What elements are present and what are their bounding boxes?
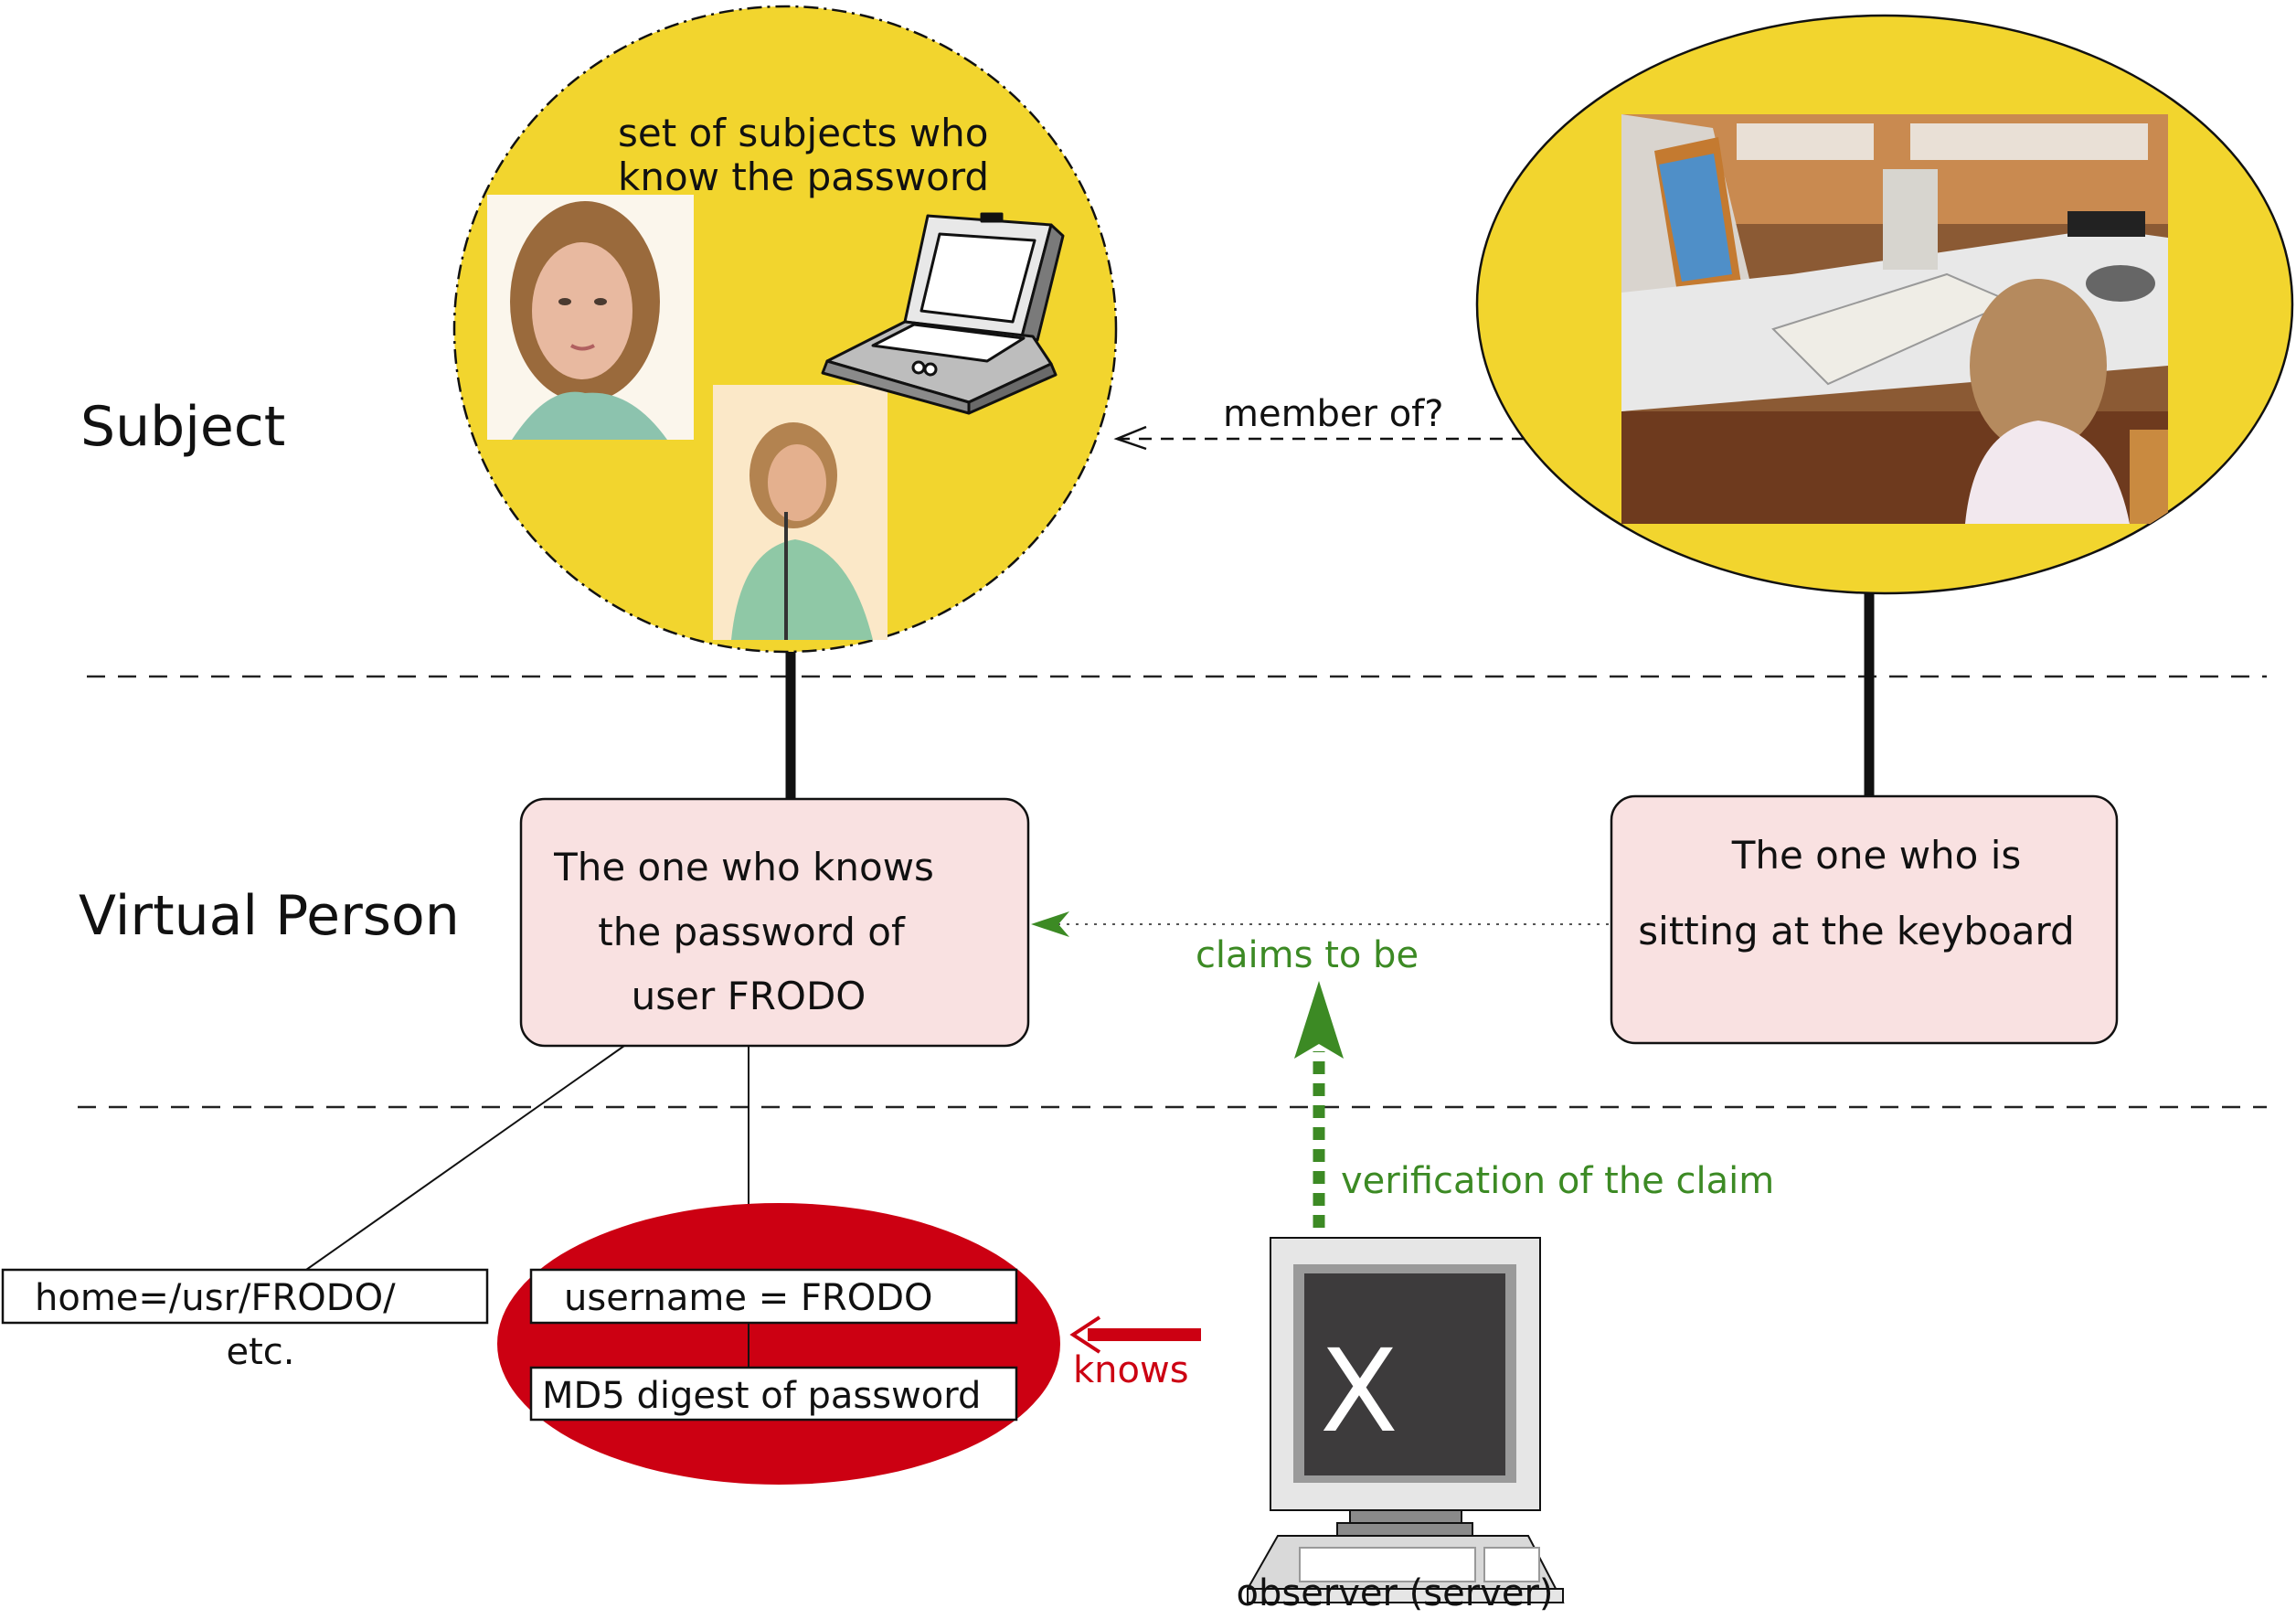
portrait-woman-photo <box>487 195 694 440</box>
username-attribute-box: username = FRODO <box>529 1268 1018 1325</box>
laptop-icon <box>821 212 1065 415</box>
digest-attribute-text: MD5 digest of password <box>542 1375 981 1417</box>
woman-on-phone-photo <box>713 385 888 640</box>
virtual-person-actual-box: The one who is sitting at the keyboard <box>1610 794 2119 1045</box>
member-of-arrow <box>1113 425 1525 451</box>
layer-label-virtual-person: Virtual Person <box>79 884 460 948</box>
home-attribute-box: home=/usr/FRODO/ <box>1 1268 489 1325</box>
verification-label: verification of the claim <box>1341 1160 1774 1202</box>
digest-attribute-box: MD5 digest of password <box>529 1366 1018 1422</box>
actual-line2: sitting at the keyboard <box>1638 909 2074 953</box>
claimed-line2: the password of <box>598 910 906 954</box>
child-at-computer-photo <box>1621 114 2168 524</box>
claims-to-be-arrow <box>1031 911 1609 937</box>
member-of-label: member of? <box>1223 393 1443 435</box>
subject-set-caption-line1: set of subjects who <box>618 111 989 155</box>
observer-computer-icon <box>1247 1237 1565 1603</box>
observer-screen-glyph: X <box>1320 1326 1398 1458</box>
claimed-line3: user FRODO <box>632 974 866 1018</box>
home-attribute-text: home=/usr/FRODO/ <box>35 1277 396 1319</box>
verification-arrow <box>1294 981 1344 1228</box>
server-knowledge-ellipse <box>497 1203 1060 1485</box>
layer-label-subject: Subject <box>80 395 285 459</box>
virtual-person-claimed-box: The one who knows the password of user F… <box>519 797 1030 1048</box>
knows-label: knows <box>1073 1349 1189 1391</box>
actual-subject-ellipse <box>1475 14 2294 595</box>
claims-to-be-label: claims to be <box>1196 934 1419 976</box>
subject-set-ellipse: set of subjects who know the password <box>452 5 1118 654</box>
subject-set-caption-line2: know the password <box>618 154 989 199</box>
knows-arrow <box>1069 1315 1201 1354</box>
username-attribute-text: username = FRODO <box>564 1277 933 1319</box>
claimed-line1: The one who knows <box>553 845 934 889</box>
actual-line1: The one who is <box>1731 833 2022 878</box>
etc-label: etc. <box>227 1331 295 1373</box>
connector-to-home <box>305 1045 625 1271</box>
observer-label: observer (server) <box>1236 1572 1553 1614</box>
